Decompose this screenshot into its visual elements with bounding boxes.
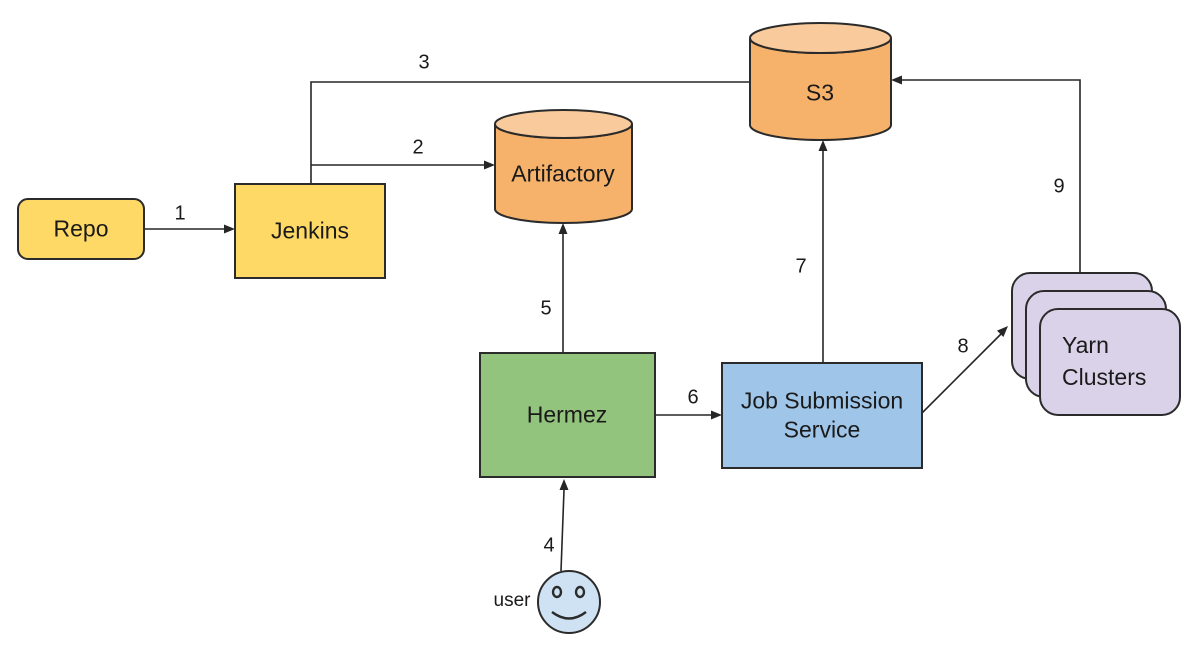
- edge-line-8: [921, 333, 1002, 414]
- jenkins-label: Jenkins: [271, 217, 349, 244]
- hermez-label: Hermez: [526, 401, 608, 428]
- node-repo: [17, 198, 145, 260]
- edge-jss-to-s3: [818, 140, 828, 363]
- edge-jenkins-to-s3: [310, 81, 750, 184]
- edge-yarn-to-s3: [891, 75, 1081, 273]
- edge-label-9: 9: [1053, 175, 1065, 198]
- node-artifactory: [494, 109, 633, 224]
- edge-hermez-to-jss: [655, 410, 722, 420]
- edge-repo-to-jenkins: [144, 224, 235, 234]
- artifactory-cylinder-lid: [494, 109, 633, 139]
- node-yarn-clusters: [1011, 272, 1181, 416]
- edge-jss-to-yarn: [921, 326, 1008, 414]
- s3-label: S3: [805, 79, 835, 106]
- edge-label-1: 1: [174, 202, 186, 225]
- s3-cylinder-lid: [749, 22, 892, 54]
- hermez-box: [479, 352, 656, 478]
- arrowhead-icon: [997, 326, 1008, 337]
- user-label: user: [493, 590, 531, 612]
- edge-label-4: 4: [543, 534, 555, 557]
- jss-box: [721, 362, 923, 469]
- artifactory-label: Artifactory: [511, 160, 615, 187]
- jss-label: Job Submission Service: [740, 387, 904, 442]
- arrowhead-icon: [224, 224, 235, 234]
- user-smile-icon: [551, 611, 587, 620]
- user-right-eye-icon: [574, 585, 586, 599]
- edge-label-2: 2: [412, 136, 424, 159]
- edge-label-6: 6: [687, 386, 699, 409]
- node-s3: [749, 22, 892, 141]
- repo-label: Repo: [53, 215, 109, 242]
- arrowhead-icon: [484, 160, 495, 170]
- jenkins-box: [234, 183, 386, 279]
- edge-label-5: 5: [540, 297, 552, 320]
- arrowhead-icon: [891, 75, 902, 85]
- edge-label-3: 3: [418, 51, 430, 74]
- edge-label-8: 8: [957, 335, 969, 358]
- edge-line-3: [310, 81, 750, 184]
- node-hermez: [479, 352, 656, 478]
- user-left-eye-icon: [551, 585, 563, 599]
- edge-line-9: [902, 79, 1081, 273]
- arrowhead-icon: [711, 410, 722, 420]
- node-job-submission-service: [721, 362, 923, 469]
- edge-label-7: 7: [795, 255, 807, 278]
- edge-user-to-hermez: [559, 479, 569, 572]
- edge-jenkins-to-artifactory: [311, 160, 495, 170]
- yarn-clusters-label: Yarn Clusters: [1062, 331, 1147, 390]
- edge-line-4: [560, 489, 565, 572]
- arrowhead-icon: [818, 140, 828, 151]
- yarn-box-front: [1039, 308, 1181, 416]
- arrowhead-icon: [559, 479, 569, 490]
- node-user: [537, 570, 601, 634]
- repo-box: [17, 198, 145, 260]
- node-jenkins: [234, 183, 386, 279]
- arrowhead-icon: [558, 223, 568, 234]
- edge-hermez-to-artifactory: [558, 223, 568, 353]
- user-face-icon: [537, 570, 601, 634]
